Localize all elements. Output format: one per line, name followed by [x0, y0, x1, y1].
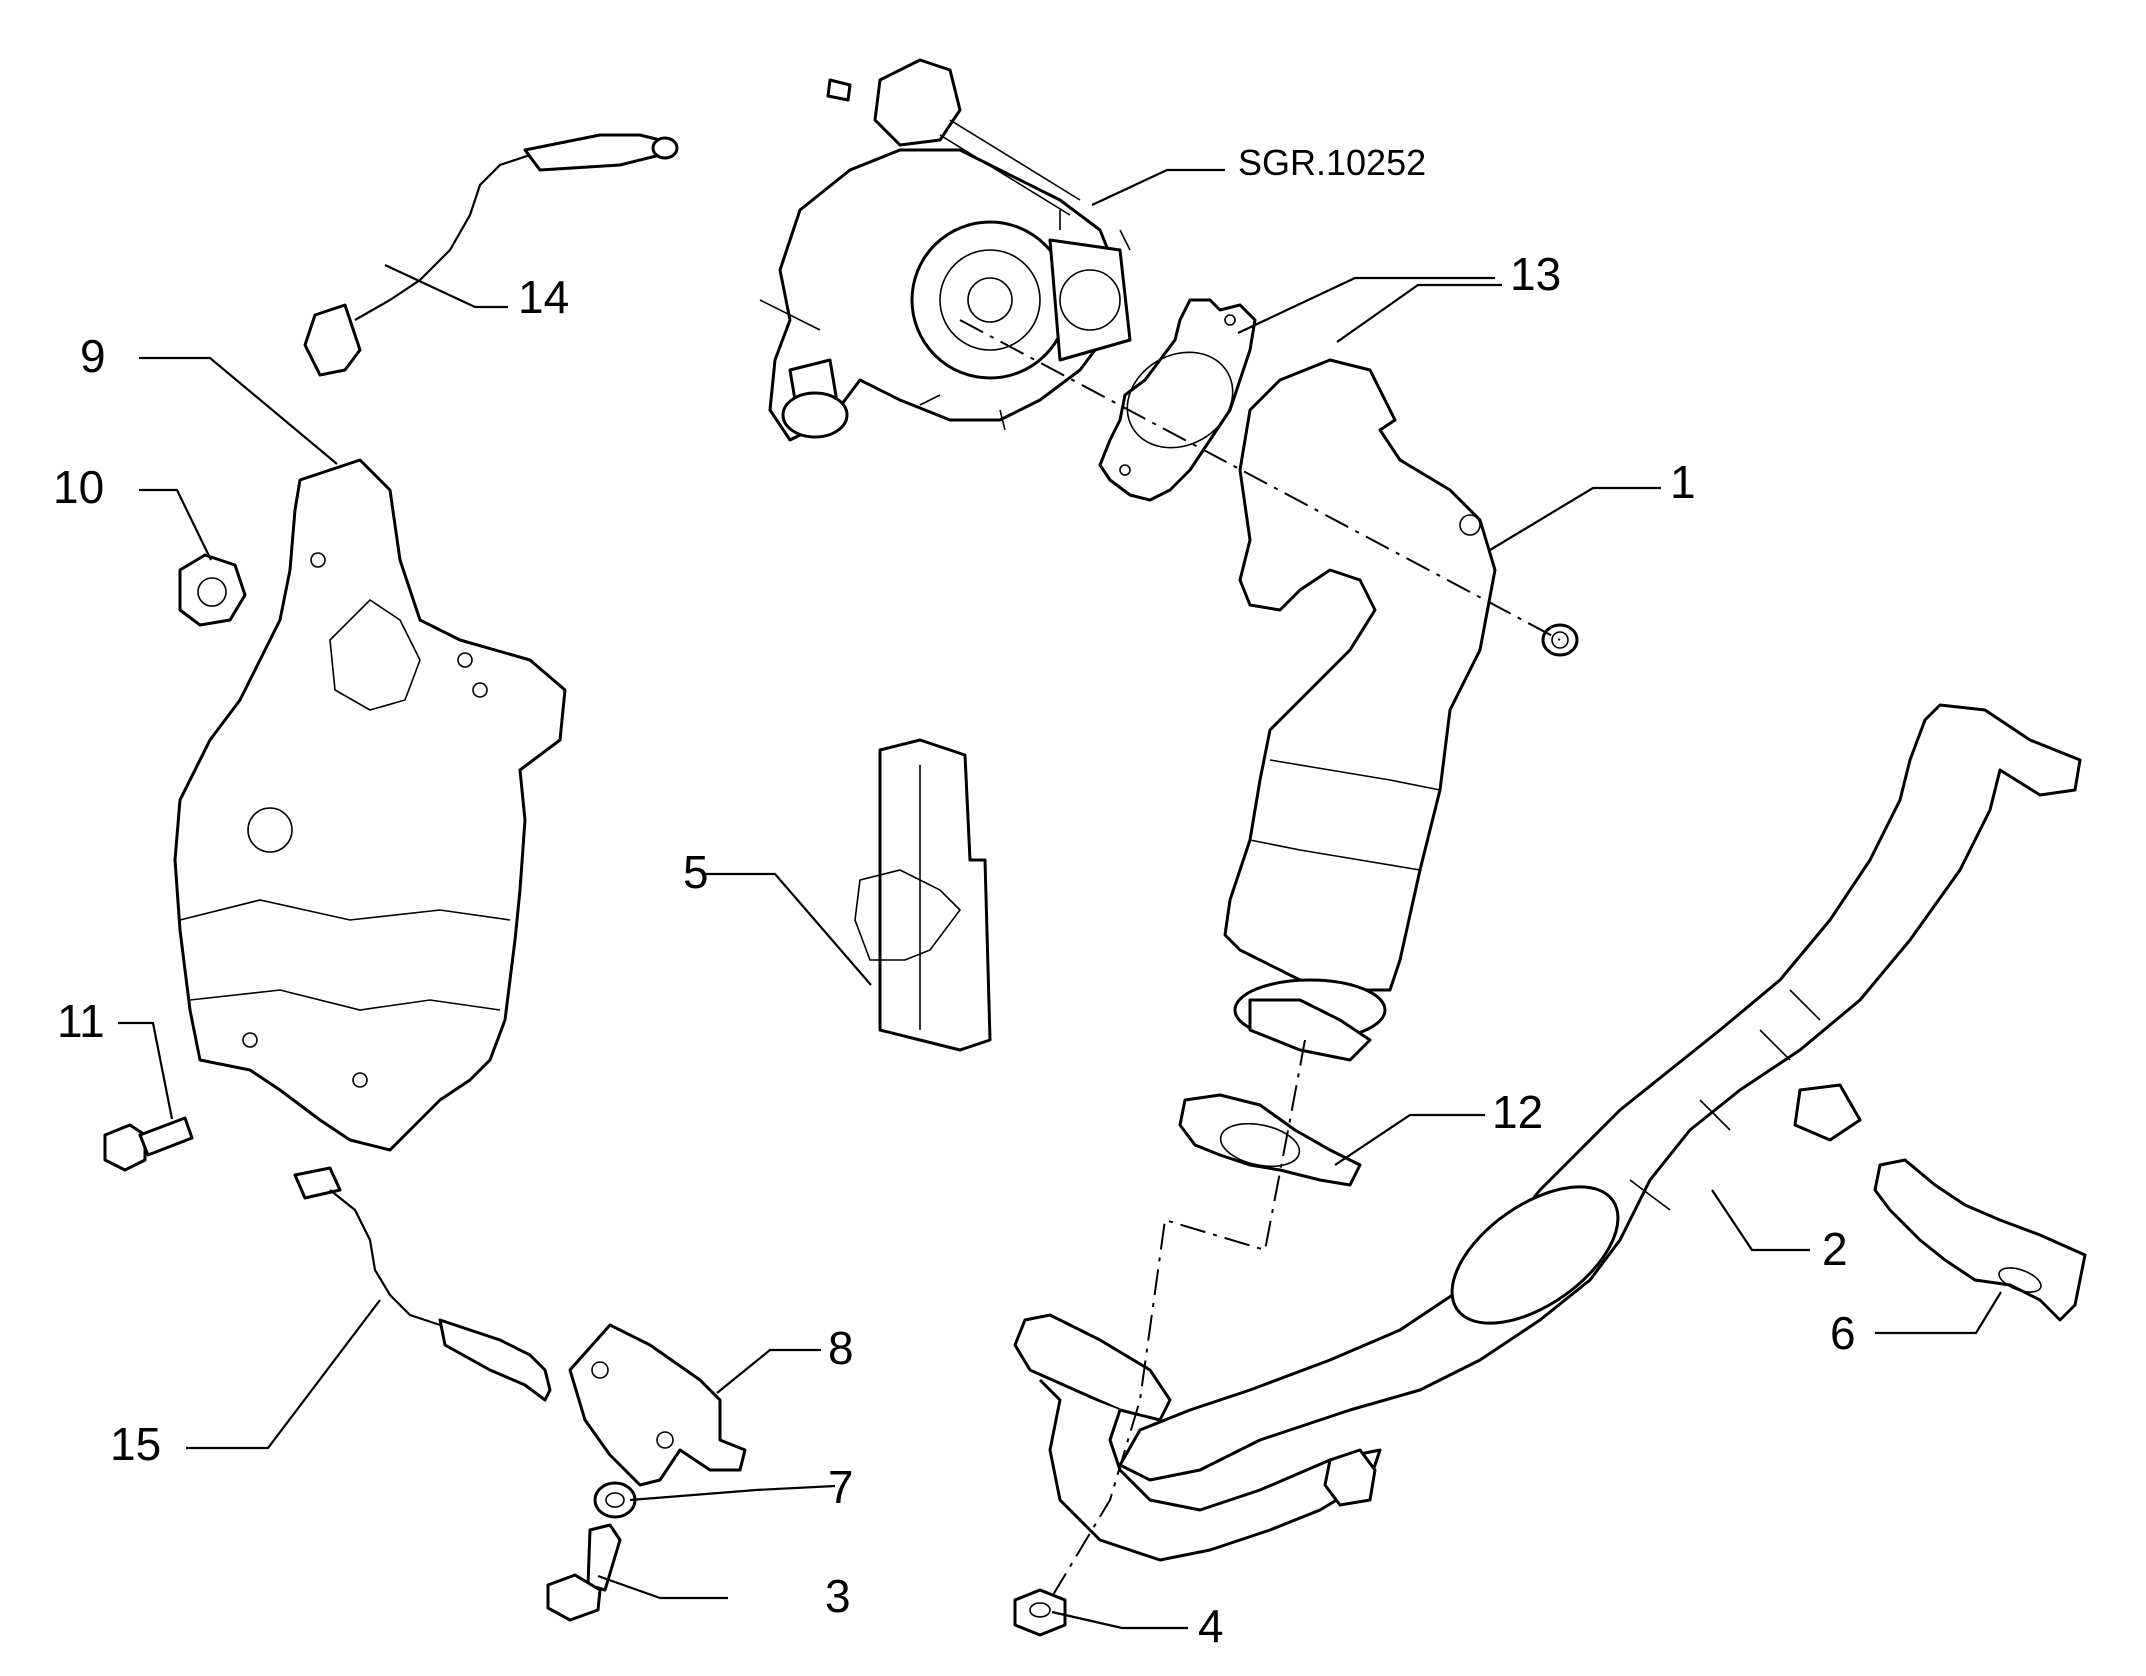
part-9-heat-shield	[173, 458, 567, 1152]
part-2-exhaust-pipe	[1013, 703, 2082, 1562]
part-15-oxygen-sensor	[293, 1166, 552, 1402]
callout-1: 1	[1670, 456, 1696, 508]
part-5-bracket	[854, 738, 992, 1052]
reference-label-turbocharger: SGR.10252	[1238, 142, 1426, 183]
callout-14: 14	[518, 271, 569, 323]
callout-4: 4	[1198, 1600, 1224, 1652]
callout-7: 7	[828, 1461, 854, 1513]
part-13-gasket	[1098, 298, 1257, 502]
assembly-lines	[959, 319, 1561, 1601]
callout-13: 13	[1510, 248, 1561, 300]
part-12-gasket	[1178, 1093, 1362, 1187]
part-14-oxygen-sensor	[303, 133, 679, 377]
part-4-nut	[1013, 1588, 1067, 1637]
part-8-bracket	[568, 1323, 747, 1487]
callout-2: 2	[1822, 1223, 1848, 1275]
part-7-washer	[593, 1481, 637, 1519]
part-1-catalytic-manifold	[1223, 358, 1579, 1062]
callout-10: 10	[53, 461, 104, 513]
callout-5: 5	[683, 846, 709, 898]
part-6-bracket	[1873, 1158, 2087, 1322]
callout-9: 9	[80, 330, 106, 382]
callout-6: 6	[1830, 1307, 1856, 1359]
callout-8: 8	[828, 1322, 854, 1374]
callout-12: 12	[1492, 1086, 1543, 1138]
leader-lines	[118, 168, 2002, 1630]
callout-15: 15	[110, 1418, 161, 1470]
part-11-bolt	[103, 1116, 194, 1172]
part-3-bolt	[546, 1523, 622, 1622]
callout-11: 11	[57, 995, 105, 1047]
callout-3: 3	[825, 1570, 851, 1622]
part-10-nut	[178, 553, 247, 627]
turbocharger-drawing	[759, 58, 1132, 442]
